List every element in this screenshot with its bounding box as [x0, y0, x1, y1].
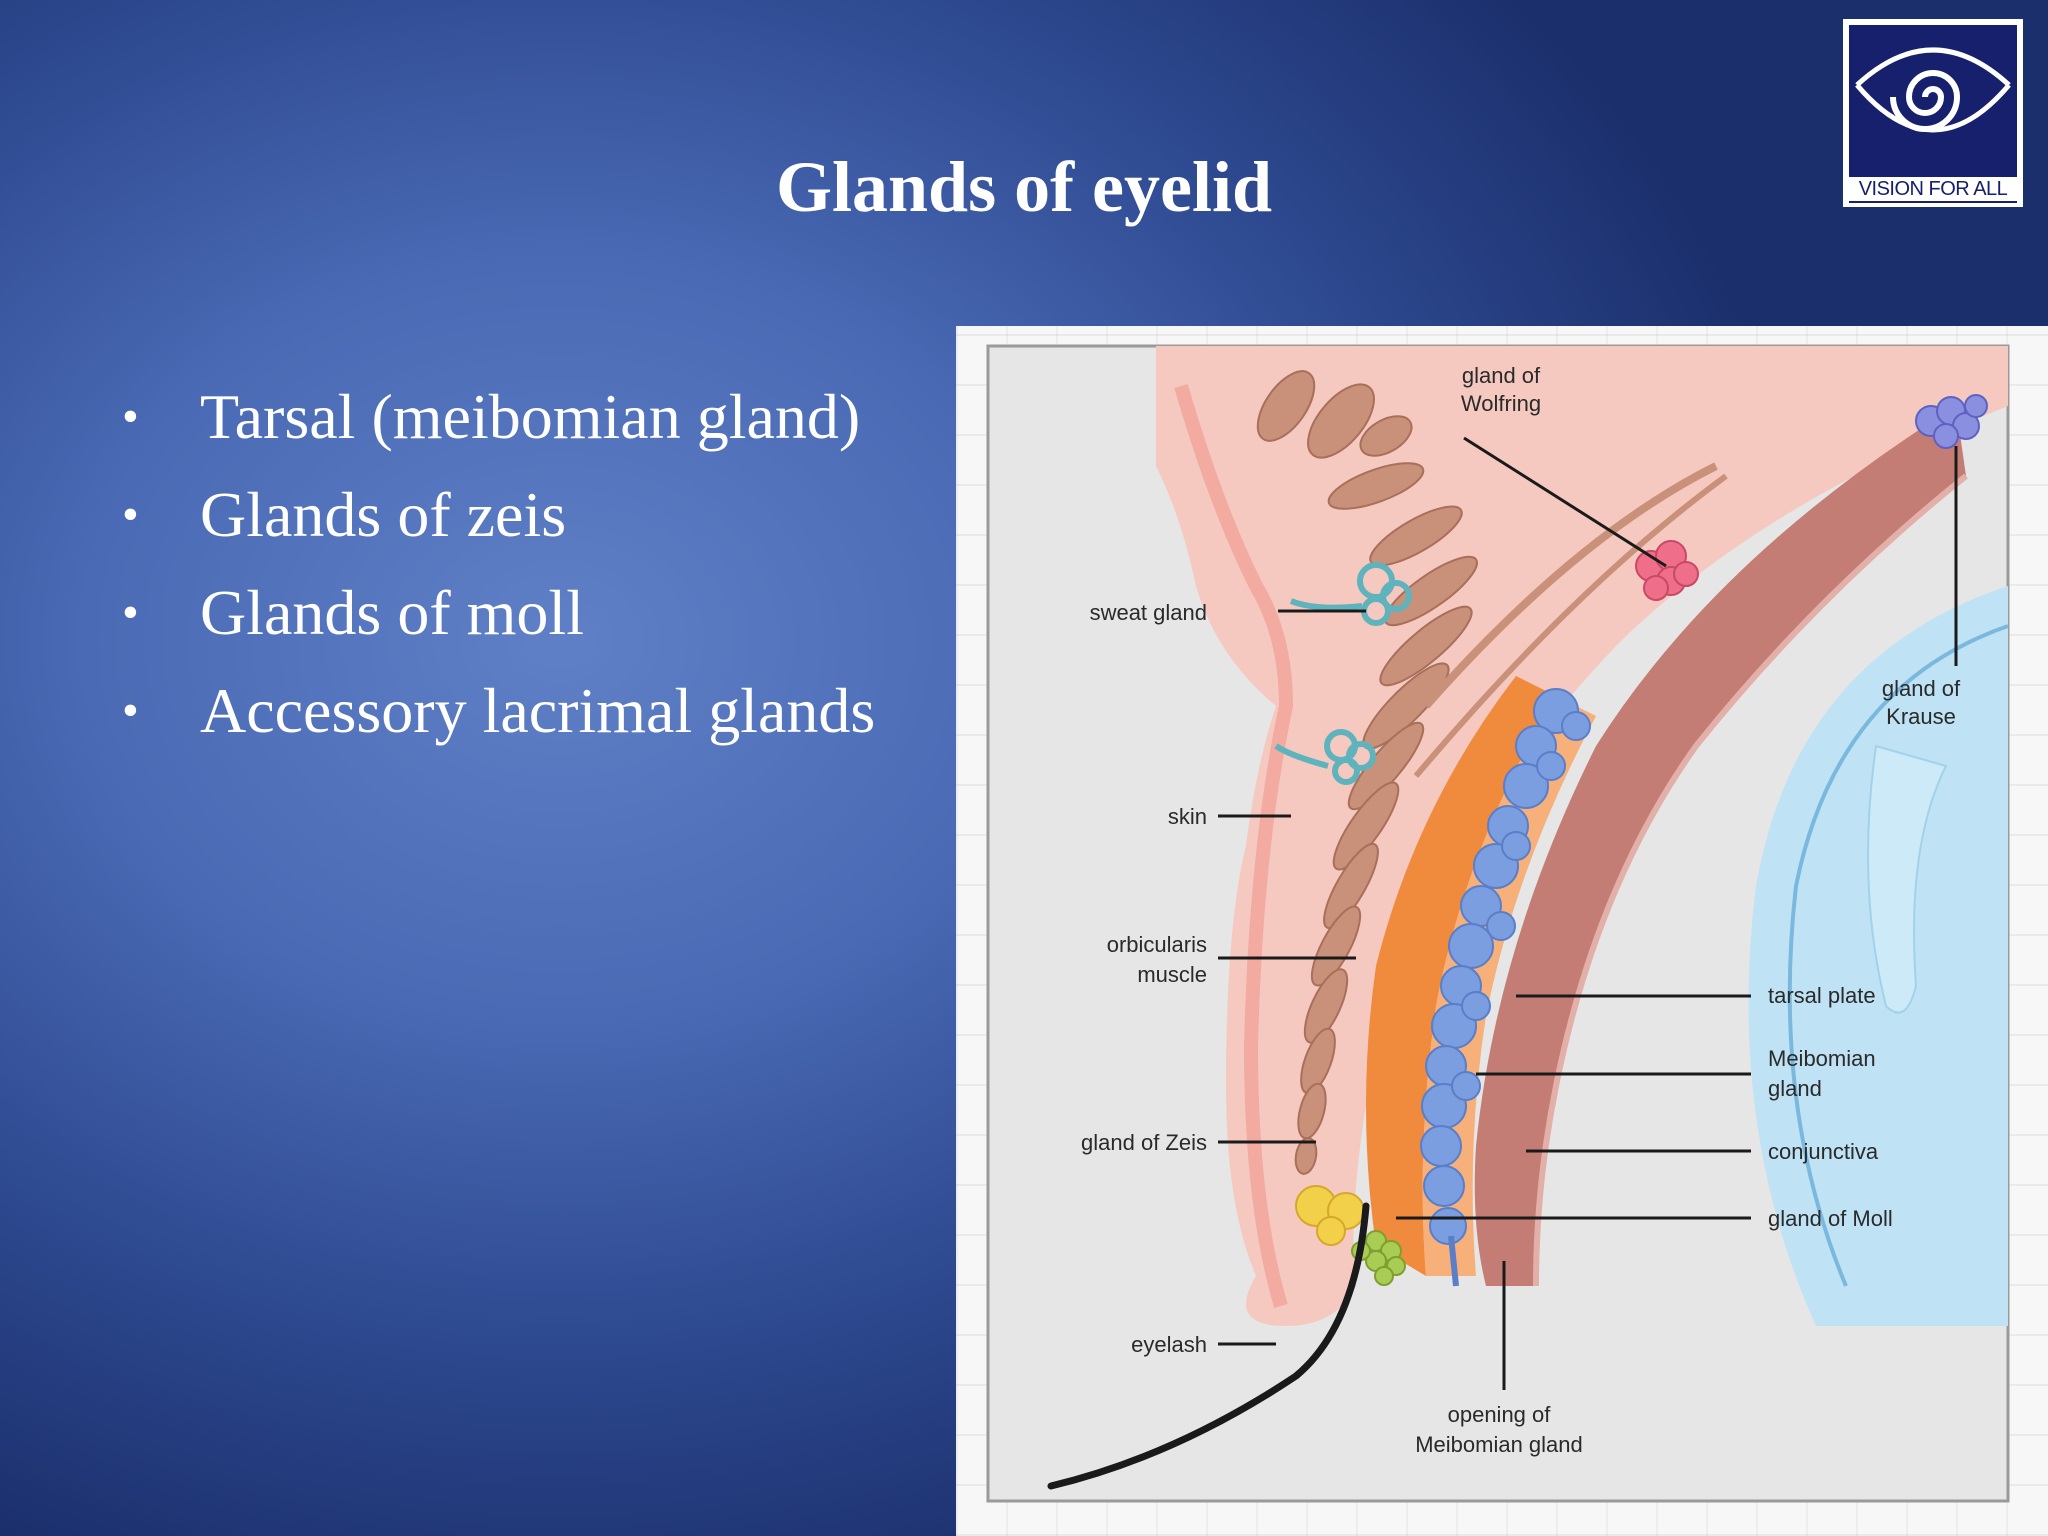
conjunctiva-layer — [1474, 406, 1966, 1286]
bullet-item: Glands of moll — [118, 564, 875, 662]
bullet-item: Glands of zeis — [118, 466, 875, 564]
gland-of-krause — [1915, 394, 1988, 449]
bullet-item: Accessory lacrimal glands — [118, 662, 875, 760]
label-gland-of-krause-2: Krause — [1886, 704, 1956, 729]
skin-surface — [1174, 384, 1294, 1309]
slide-title: Glands of eyelid — [775, 147, 1273, 227]
label-gland-of-moll: gland of Moll — [1768, 1206, 1893, 1231]
label-orbicularis: orbicularis — [1107, 932, 1207, 957]
bullet-list: Tarsal (meibomian gland) Glands of zeis … — [118, 368, 875, 760]
label-tarsal-plate: tarsal plate — [1768, 983, 1876, 1008]
tarsal-plate-inner — [1422, 696, 1596, 1276]
label-gland-of-zeis: gland of Zeis — [1081, 1130, 1207, 1155]
bullet-item: Tarsal (meibomian gland) — [118, 368, 875, 466]
label-skin: skin — [1168, 804, 1207, 829]
label-orbicularis-2: muscle — [1137, 962, 1207, 987]
eyelid-diagram: gland of Wolfring sweat gland gland of K… — [956, 326, 2048, 1536]
label-eyelash: eyelash — [1131, 1332, 1207, 1357]
label-gland-of-krause: gland of — [1882, 676, 1961, 701]
meibomian-duct — [1448, 1235, 1459, 1287]
label-gland-of-wolfring: gland of — [1462, 363, 1541, 388]
levator-fibre — [1413, 473, 1728, 778]
logo-text: VISION FOR ALL — [1849, 177, 2017, 201]
leader-lines — [1218, 436, 1958, 1390]
sweat-gland — [1274, 562, 1412, 785]
fornix-fold — [1867, 744, 1948, 1014]
label-sweat-gland: sweat gland — [1090, 600, 1207, 625]
conjunctiva-surface — [1533, 473, 1968, 1287]
spiral-eye-icon — [1855, 47, 2011, 133]
label-meibomian-gland: Meibomian — [1768, 1046, 1876, 1071]
cornea-outline — [1787, 624, 2009, 1287]
logo-background — [1849, 25, 2017, 203]
label-opening-meibomian-2: Meibomian gland — [1415, 1432, 1583, 1457]
vision-for-all-logo: VISION FOR ALL — [1843, 19, 2023, 207]
label-gland-of-wolfring-2: Wolfring — [1461, 391, 1541, 416]
meibomian-gland — [1420, 688, 1591, 1245]
tarsal-plate — [1366, 676, 1556, 1276]
label-opening-meibomian: opening of — [1448, 1402, 1552, 1427]
eyelash — [1047, 1202, 1370, 1490]
levator-fibre — [1423, 462, 1718, 709]
gland-of-wolfring — [1635, 540, 1699, 601]
orbicularis-muscle — [1256, 370, 1478, 1175]
label-meibomian-gland-2: gland — [1768, 1076, 1822, 1101]
label-conjunctiva: conjunctiva — [1768, 1139, 1879, 1164]
gland-of-zeis — [1295, 1185, 1365, 1246]
